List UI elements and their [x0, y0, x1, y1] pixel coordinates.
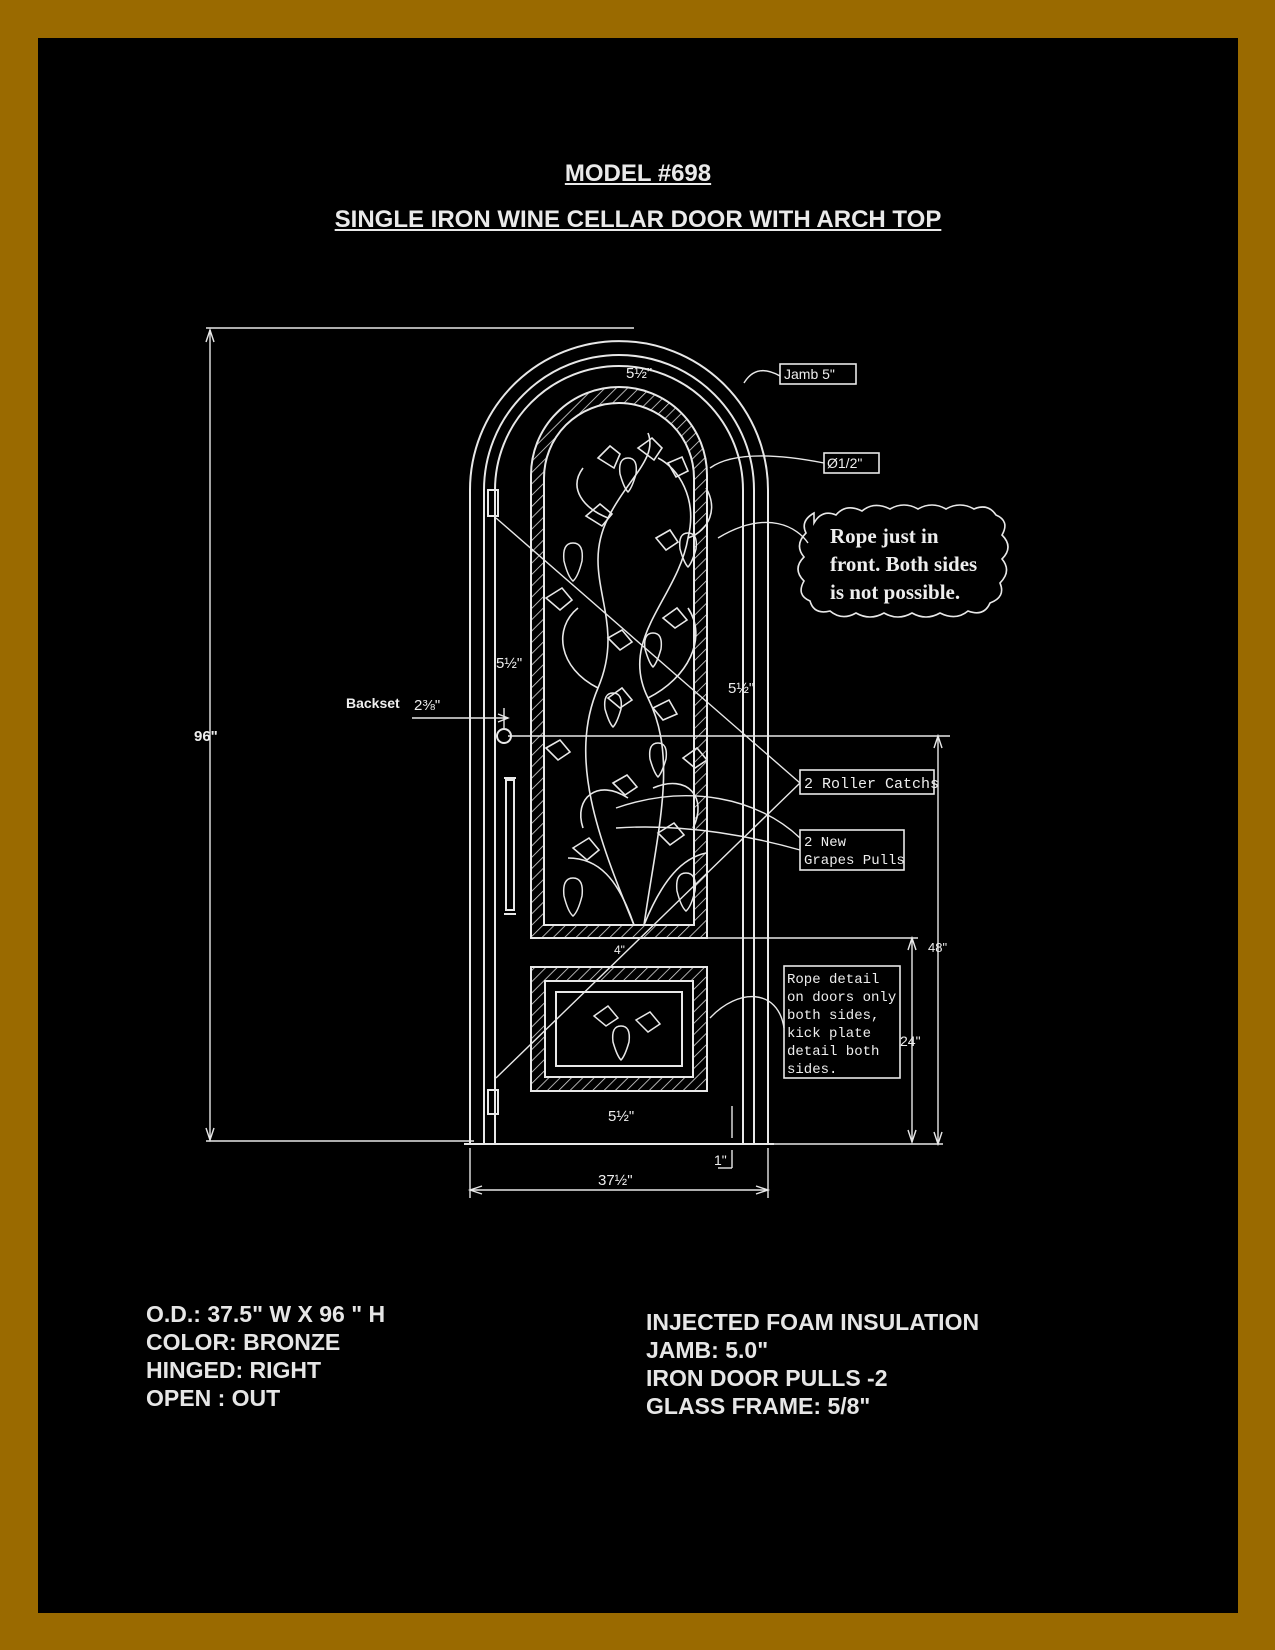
rope-detail-line-3: both sides, — [787, 1008, 879, 1024]
hinge-bottom — [487, 1089, 499, 1115]
grape-clusters — [562, 457, 698, 917]
glass-panel — [543, 402, 695, 926]
spec-pulls: IRON DOOR PULLS -2 — [646, 1365, 888, 1391]
backset-label: Backset — [346, 695, 400, 711]
spec-insulation: INJECTED FOAM INSULATION — [646, 1309, 980, 1335]
dim-overall-height: 96" — [194, 728, 218, 745]
outer-jamb — [469, 340, 769, 1144]
dim-right-margin: 5½" — [728, 680, 754, 697]
dim-middle-rail: 4" — [614, 943, 625, 957]
kick-grape-ornament — [592, 1004, 662, 1062]
kick-panel-inner — [544, 980, 694, 1078]
dim-left-margin: 5½" — [496, 655, 522, 672]
rope-detail-line-4: kick plate — [787, 1026, 871, 1042]
model-title: MODEL #698 — [564, 160, 712, 187]
spec-open: OPEN : OUT — [146, 1385, 281, 1411]
rope-detail-line-5: detail both — [787, 1044, 879, 1060]
dim-overall-width: 37½" — [598, 1172, 633, 1189]
rope-note-line-3: is not possible. — [830, 580, 960, 604]
roller-callout-box — [799, 769, 935, 795]
spec-glass-frame: GLASS FRAME: 5/8" — [646, 1393, 871, 1419]
specs-right: INJECTED FOAM INSULATION JAMB: 5.0" IRON… — [646, 1308, 979, 1420]
spec-dimensions: O.D.: 37.5" W X 96 " H — [146, 1301, 386, 1327]
rope-note-cloud — [797, 504, 1009, 618]
jamb-leader — [743, 370, 781, 384]
door-drawing: 5½" 5½" 5½" 5½" 4" 96" 37½" 48" 24" 1" B… — [194, 327, 1009, 1198]
dim-threshold: 1" — [714, 1152, 727, 1168]
kick-panel-raised — [555, 991, 683, 1067]
pulls-leader-2 — [615, 826, 801, 851]
pulls-leader-1 — [615, 795, 801, 839]
door-title: SINGLE IRON WINE CELLAR DOOR WITH ARCH T… — [334, 206, 942, 233]
diameter-callout: Ø1/2" — [827, 455, 862, 471]
rope-leader — [717, 521, 809, 544]
spec-color: COLOR: BRONZE — [146, 1329, 341, 1355]
roller-callout: 2 Roller Catchs — [804, 776, 939, 793]
rope-detail-line-1: Rope detail — [787, 972, 879, 988]
pulls-callout-line-2: Grapes Pulls — [804, 853, 905, 869]
rope-detail-line-6: sides. — [787, 1062, 837, 1078]
dim-bottom-margin: 5½" — [608, 1108, 634, 1125]
hinge-top — [487, 489, 499, 517]
pulls-callout-line-1: 2 New — [804, 835, 847, 851]
spec-jamb: JAMB: 5.0" — [646, 1337, 769, 1363]
dim-handle-height: 48" — [928, 940, 947, 955]
rope-detail-leader — [709, 996, 785, 1029]
backset-value: 2⅜" — [414, 697, 440, 714]
diameter-leader — [709, 455, 825, 469]
rope-note-line-1: Rope just in — [830, 524, 939, 548]
jamb-callout: Jamb 5" — [784, 366, 835, 382]
rope-detail-box — [783, 965, 901, 1079]
drawing-sheet: MODEL #698 SINGLE IRON WINE CELLAR DOOR … — [38, 38, 1238, 1613]
inner-jamb — [483, 354, 755, 1144]
dim-kick-height: 24" — [900, 1033, 921, 1049]
rope-note-line-2: front. Both sides — [830, 552, 977, 576]
specs-left: O.D.: 37.5" W X 96 " H COLOR: BRONZE HIN… — [146, 1300, 385, 1412]
diameter-callout-box — [823, 452, 880, 474]
dim-top-margin: 5½" — [626, 365, 652, 382]
door-slab — [494, 365, 744, 1144]
rope-detail-line-2: on doors only — [787, 990, 896, 1006]
pulls-callout-box — [799, 829, 905, 871]
spec-hinged: HINGED: RIGHT — [146, 1357, 322, 1383]
roller-leader-2 — [495, 782, 801, 1079]
door-pull-icon — [505, 779, 515, 911]
jamb-callout-box — [779, 363, 857, 385]
roller-leader-1 — [495, 517, 801, 784]
